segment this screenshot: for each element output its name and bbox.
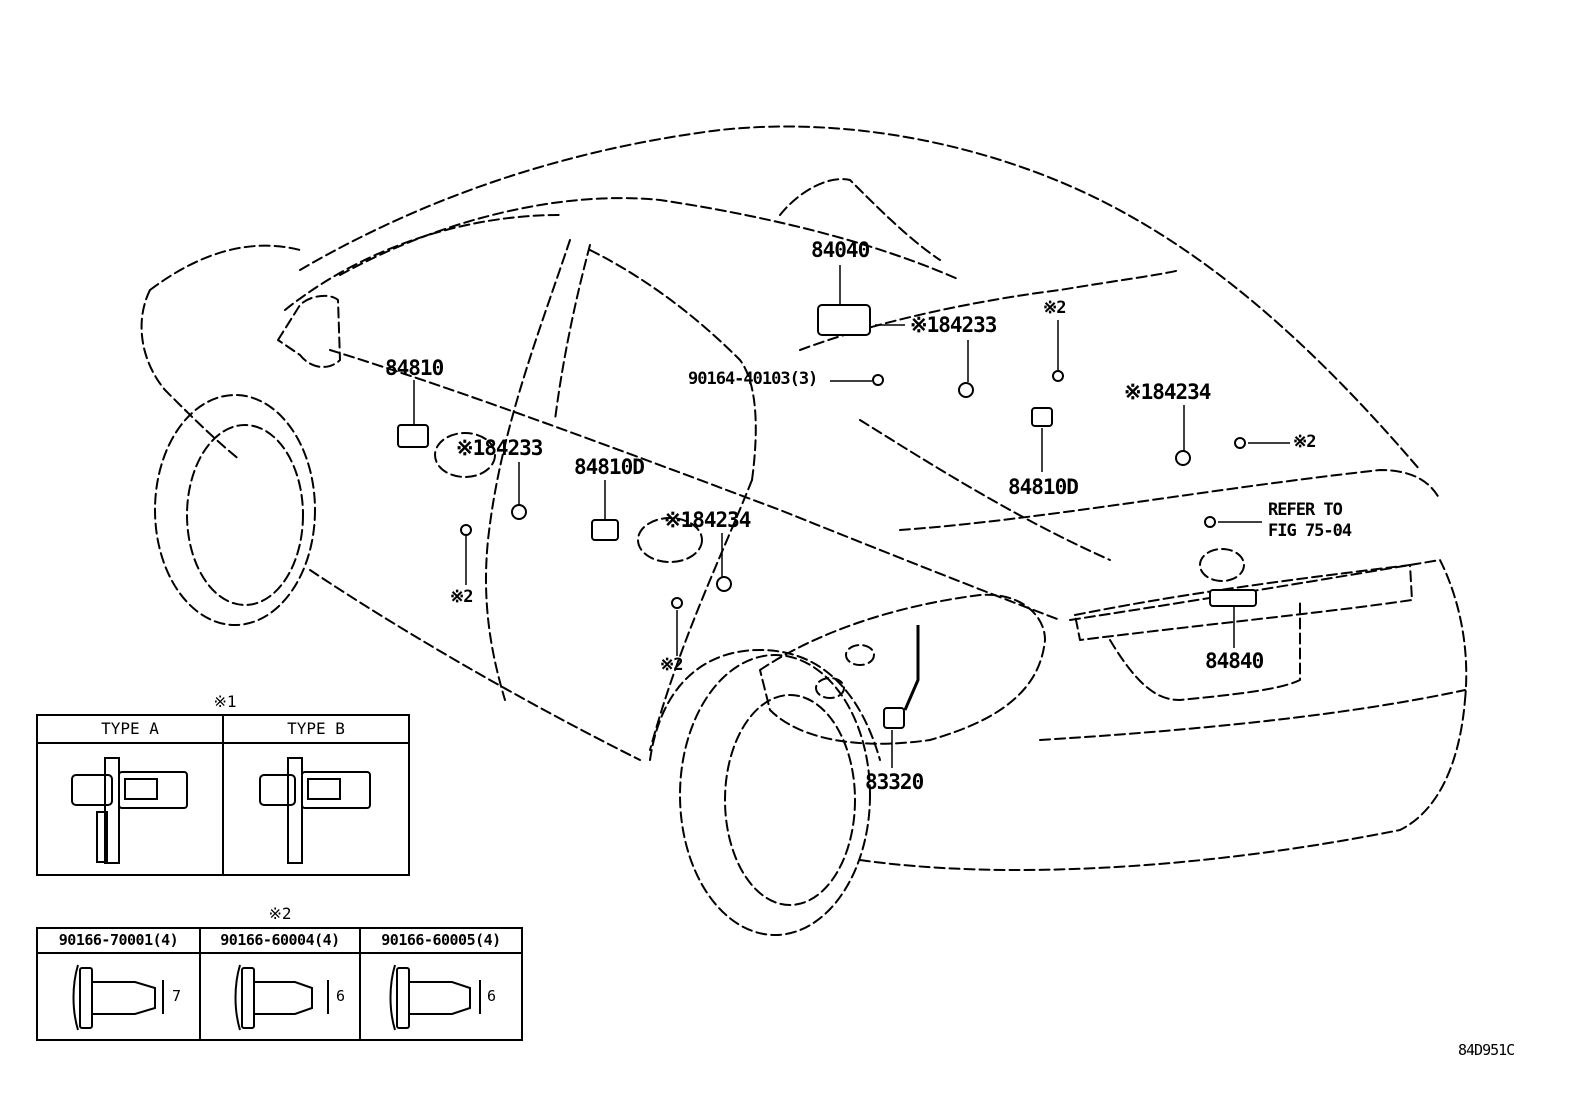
front-fascia: [140, 289, 241, 461]
legend2-col2-part: 90166-60004(4): [220, 931, 340, 949]
legend1-title: ※1: [213, 692, 237, 711]
clip-84234-right: [1175, 450, 1191, 466]
fuel-tank-port-b: [815, 677, 845, 699]
legend2-col1-dim: 7: [172, 987, 181, 1005]
diagram-id: 84D951C: [1458, 1041, 1515, 1059]
side-mirror: [277, 294, 341, 368]
rear-bumper-lower: [859, 699, 1466, 871]
rear-door-handle-recess: [637, 517, 703, 563]
license-plate-recess: [1109, 599, 1301, 701]
c-pillar: [779, 178, 941, 261]
hood-line: [149, 244, 301, 291]
clip-84234-mid: [716, 576, 732, 592]
legend2-col1-part: 90166-70001(4): [58, 931, 179, 949]
rear-wheel-inner: [724, 694, 856, 906]
label-84040: 84040: [811, 238, 870, 262]
package-tray: [859, 419, 1111, 561]
bolt-90164: [872, 374, 884, 386]
a-pillar: [284, 214, 561, 311]
component-83320: [883, 707, 905, 729]
label-84840: 84840: [1205, 649, 1264, 673]
label-84810D-mid: 84810D: [574, 455, 645, 479]
component-84810: [397, 424, 429, 448]
label-note2-lower: ※2: [660, 655, 684, 675]
label-84233-left: ※184233: [456, 436, 543, 460]
label-note2-right: ※2: [1293, 432, 1317, 452]
front-wheel-inner: [186, 424, 304, 606]
grommet-right: [1234, 437, 1246, 449]
trunk-key-recess: [1199, 548, 1245, 582]
legend1-type-a: TYPE A: [101, 719, 159, 738]
label-note2-left: ※2: [450, 587, 474, 607]
grommet-refer: [1204, 516, 1216, 528]
rear-wheel-outer: [679, 654, 871, 936]
label-84810D-right: 84810D: [1008, 475, 1079, 499]
legend2-title: ※2: [268, 904, 292, 923]
front-wheel-outer: [154, 394, 316, 626]
front-door-rear-edge: [484, 239, 571, 701]
legend2-col2-dim: 6: [336, 987, 345, 1005]
label-83320: 83320: [865, 770, 924, 794]
rear-wheel-arch: [649, 649, 881, 761]
rear-bumper: [1039, 689, 1466, 741]
grommet-lower: [671, 597, 683, 609]
legend2-box: [36, 927, 523, 1041]
rocker-line: [309, 569, 641, 761]
legend2-col3-part: 90166-60005(4): [381, 931, 501, 949]
clip-84233-top: [958, 382, 974, 398]
legend1-type-b: TYPE B: [287, 719, 345, 738]
legend2-col3-dim: 6: [487, 987, 496, 1005]
roof-outline: [299, 125, 1421, 471]
grommet-top: [1052, 370, 1064, 382]
rear-garnish: [1074, 564, 1413, 641]
component-84810D-mid: [591, 519, 619, 541]
label-note2-top: ※2: [1043, 298, 1067, 318]
label-84233-top: ※184233: [910, 313, 997, 337]
front-door-handle-recess: [434, 432, 496, 478]
body-side-upper: [329, 349, 1061, 621]
trunk-lid: [899, 469, 1441, 531]
label-refer-line2: FIG 75-04: [1268, 521, 1352, 541]
component-84810D-right: [1031, 407, 1053, 427]
fuel-tank: [759, 593, 1046, 745]
rear-door-rear-edge: [649, 479, 753, 751]
grommet-left: [460, 524, 472, 536]
label-84810: 84810: [385, 356, 444, 380]
label-84234-right: ※184234: [1124, 380, 1211, 404]
component-84840: [1209, 589, 1257, 607]
label-90164-40103: 90164-40103(3): [688, 369, 818, 389]
rear-door-window: [589, 249, 757, 481]
trunk-lower: [1069, 559, 1468, 701]
component-84040: [817, 304, 871, 336]
wire-83320: [903, 625, 920, 711]
fuel-tank-port-a: [845, 644, 875, 666]
clip-84233-left: [511, 504, 527, 520]
label-refer-line1: REFER TO: [1268, 500, 1343, 520]
label-84234-mid: ※184234: [664, 508, 751, 532]
